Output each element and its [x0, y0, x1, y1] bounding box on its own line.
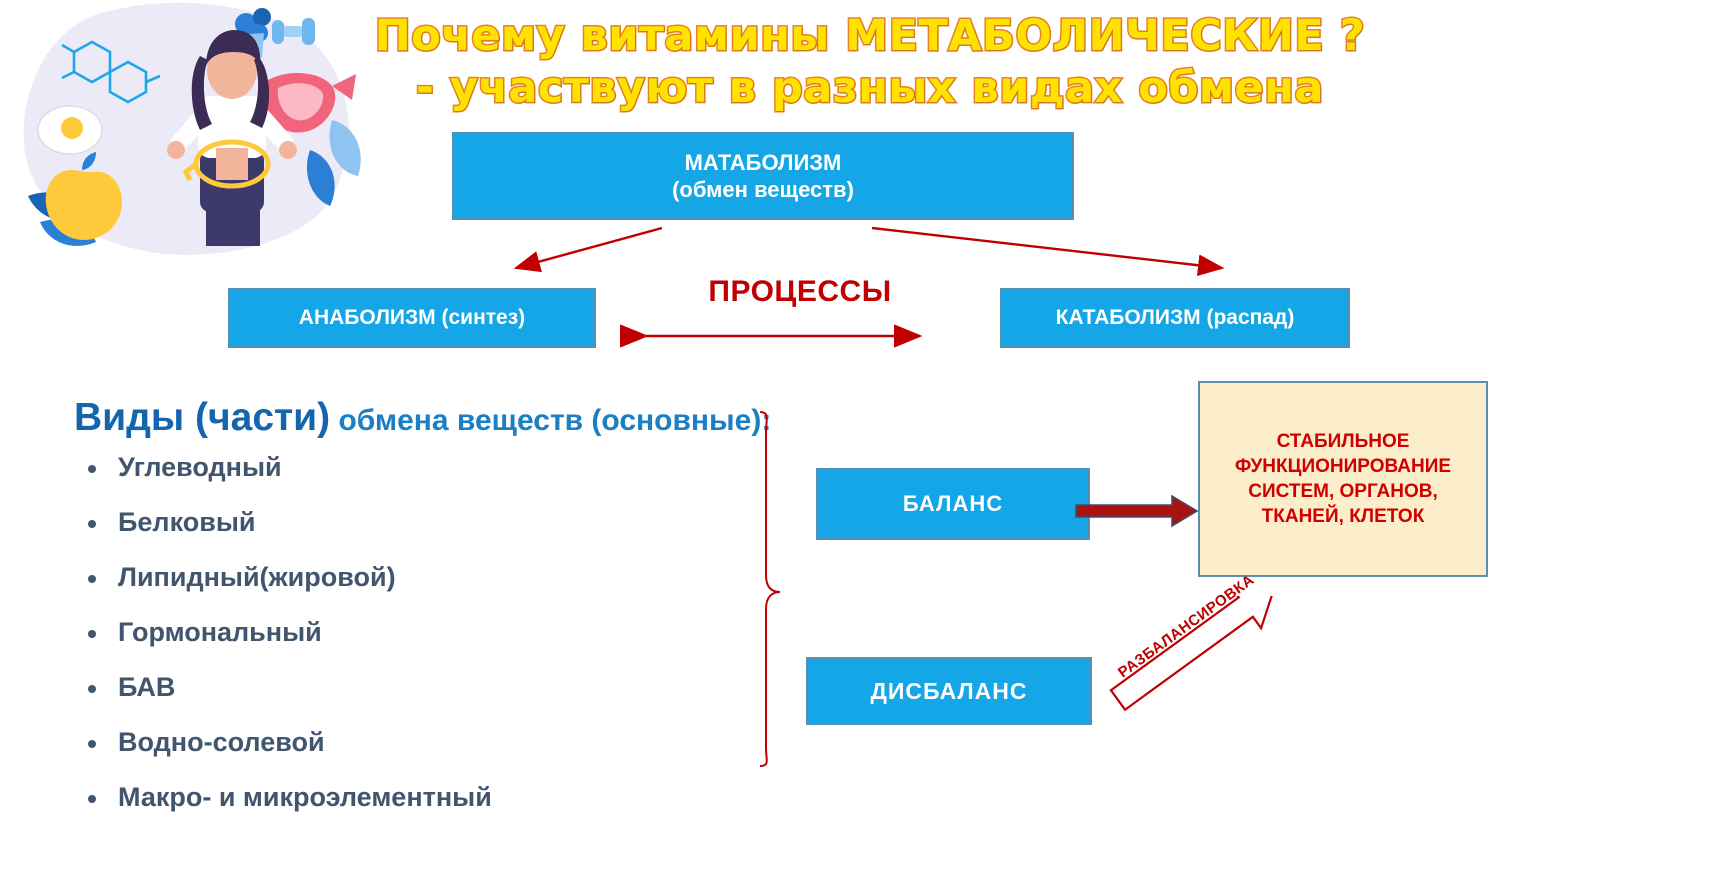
- list-item: Белковый: [74, 495, 714, 550]
- list-item: Водно-солевой: [74, 715, 714, 770]
- stable-function-box[interactable]: СТАБИЛЬНОЕ ФУНКЦИОНИРОВАНИЕ СИСТЕМ, ОРГА…: [1198, 381, 1488, 577]
- disbalance-label: ДИСБАЛАНС: [870, 677, 1028, 704]
- metabolism-subtitle: (обмен веществ): [672, 177, 854, 202]
- list-item: Макро- и микроэлементный: [74, 770, 714, 825]
- processes-label: ПРОЦЕССЫ: [708, 275, 892, 308]
- arrow-to-catabolism: [871, 226, 1225, 277]
- stable-line-2: ФУНКЦИОНИРОВАНИЕ: [1234, 456, 1452, 477]
- catabolism-box[interactable]: КАТАБОЛИЗМ (распад): [1000, 288, 1350, 348]
- title-line-2: - участвуют в разных видах обмена: [415, 62, 1325, 115]
- anabolism-label: АНАБОЛИЗМ (синтез): [298, 305, 526, 329]
- molecule-icon: [61, 40, 161, 104]
- anabolism-box[interactable]: АНАБОЛИЗМ (синтез): [228, 288, 596, 348]
- metabolism-types-list: Углеводный Белковый Липидный(жировой) Го…: [74, 440, 714, 825]
- egg-icon: [37, 105, 103, 155]
- salmon-icon: [261, 72, 356, 133]
- imbalance-arrow-svg: [1109, 584, 1277, 712]
- slide-title: Почему витамины МЕТАБОЛИЧЕСКИЕ ? - участ…: [360, 10, 1380, 115]
- arrow-balance-to-stable: [1075, 494, 1199, 528]
- nutrition-illustration: [10, 0, 410, 270]
- list-item: БАВ: [74, 660, 714, 715]
- list-item: Углеводный: [74, 440, 714, 495]
- dumbbell-icon: [272, 18, 315, 45]
- metabolism-title: МАТАБОЛИЗМ: [684, 149, 842, 175]
- list-item: Липидный(жировой): [74, 550, 714, 605]
- balance-box[interactable]: БАЛАНС: [816, 468, 1090, 540]
- stable-line-3: СИСТЕМ, ОРГАНОВ,: [1248, 481, 1438, 502]
- types-heading-rest: обмена веществ (основные):: [330, 404, 772, 437]
- apple-icon: [45, 152, 122, 240]
- illustration-svg: [23, 2, 361, 255]
- list-item: Гормональный: [74, 605, 714, 660]
- metabolism-box[interactable]: МАТАБОЛИЗМ (обмен веществ): [452, 132, 1074, 220]
- types-heading-bold: Виды (части): [74, 396, 331, 439]
- arrow-to-anabolism: [513, 226, 663, 273]
- types-heading: Виды (части) обмена веществ (основные):: [74, 396, 771, 440]
- title-line-1: Почему витамины МЕТАБОЛИЧЕСКИЕ ?: [373, 10, 1366, 63]
- curly-brace: [759, 411, 781, 767]
- disbalance-box[interactable]: ДИСБАЛАНС: [806, 657, 1092, 725]
- stable-line-4: ТКАНЕЙ, КЛЕТОК: [1261, 506, 1425, 527]
- person-illustration: [167, 30, 297, 246]
- catabolism-label: КАТАБОЛИЗМ (распад): [1055, 305, 1295, 329]
- balance-label: БАЛАНС: [902, 491, 1004, 517]
- imbalance-arrow: РАЗБАЛАНСИРОВКА: [1098, 571, 1338, 726]
- stable-line-1: СТАБИЛЬНОЕ: [1276, 431, 1410, 452]
